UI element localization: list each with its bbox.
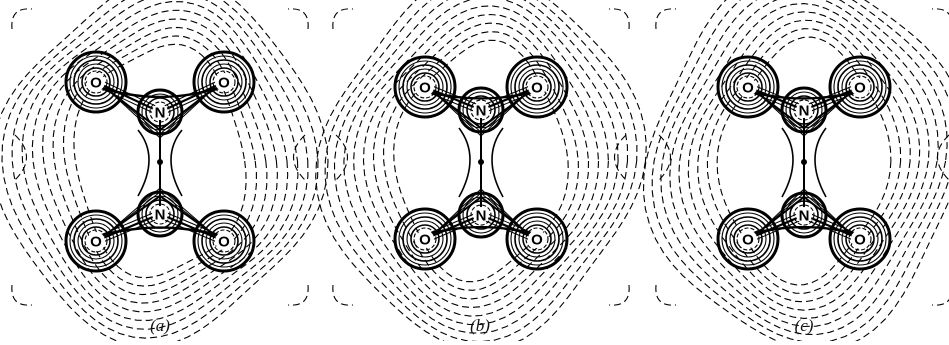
- atom-o: O: [830, 57, 890, 117]
- atom-label: O: [218, 75, 230, 92]
- atom-label: N: [799, 103, 810, 120]
- caption-c: (c): [774, 316, 834, 336]
- atom-label: O: [218, 234, 230, 251]
- atom-o: O: [718, 57, 778, 117]
- atom-label: O: [742, 232, 754, 249]
- atom-label: O: [854, 80, 866, 97]
- atom-o: O: [194, 52, 254, 112]
- caption-b: (b): [450, 316, 510, 336]
- atom-o: O: [507, 209, 567, 269]
- atom-label: N: [476, 103, 487, 120]
- atom-label: N: [155, 207, 166, 224]
- atom-label: O: [419, 80, 431, 97]
- atom-o: O: [395, 57, 455, 117]
- atom-label: O: [531, 80, 543, 97]
- atom-o: O: [66, 52, 126, 112]
- panel-c: O O N N O O: [644, 0, 949, 341]
- panel-b: O O N N O O: [316, 0, 647, 341]
- atom-label: N: [799, 208, 810, 225]
- dashed-contours: [0, 0, 328, 341]
- atom-label: N: [476, 208, 487, 225]
- panel-a: O O N N O O: [0, 0, 328, 341]
- atom-label: O: [531, 232, 543, 249]
- atom-label: O: [419, 232, 431, 249]
- atom-o: O: [718, 209, 778, 269]
- caption-a: (a): [130, 316, 190, 336]
- atom-o: O: [66, 211, 126, 271]
- atom-label: O: [854, 232, 866, 249]
- atom-o: O: [194, 211, 254, 271]
- dashed-contours: [644, 0, 949, 341]
- atom-o: O: [507, 57, 567, 117]
- atom-label: O: [90, 234, 102, 251]
- atom-label: N: [155, 105, 166, 122]
- atom-label: O: [90, 75, 102, 92]
- atom-label: O: [742, 80, 754, 97]
